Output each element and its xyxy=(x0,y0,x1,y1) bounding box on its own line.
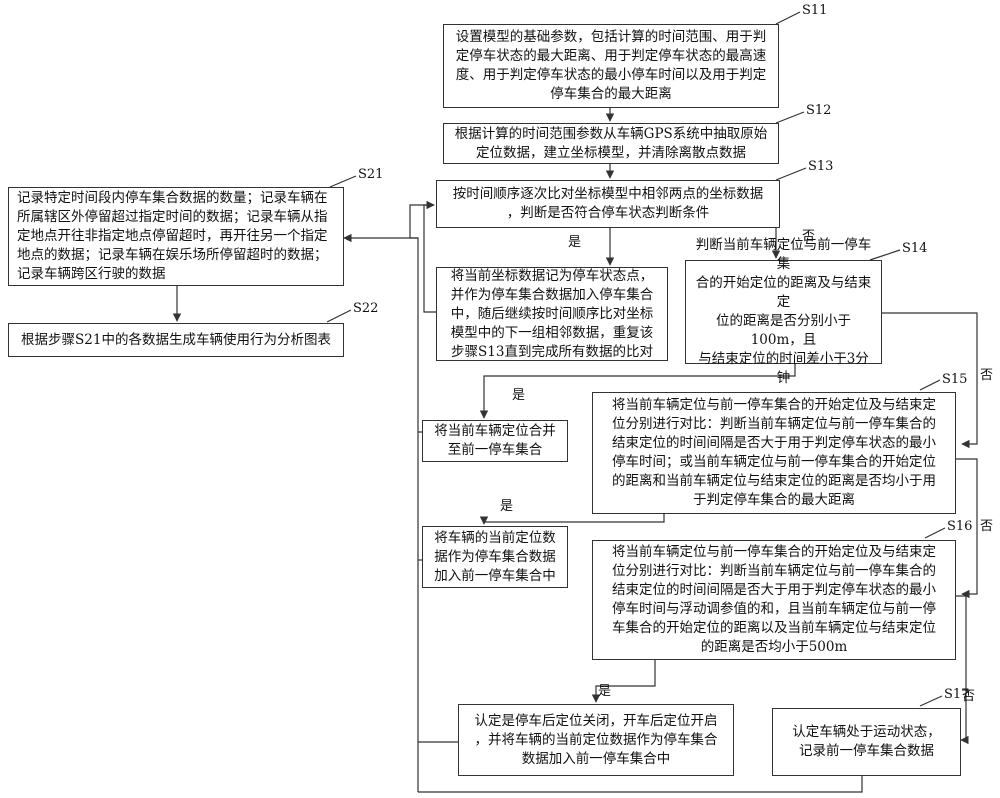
leader-s14 xyxy=(869,249,901,261)
step-s12-box: 根据计算的时间范围参数从车辆GPS系统中抽取原始 定位数据，建立坐标模型，并清除… xyxy=(443,123,779,164)
label-s14-no: 否 xyxy=(980,368,994,383)
step-s21-box: 记录特定时间段内停车集合数据的数量；记录车辆在 所属辖区外停留超过指定时间的数据… xyxy=(8,187,344,286)
leader-s17 xyxy=(919,695,943,707)
leader-s16 xyxy=(924,527,946,539)
step-s15-tag: S15 xyxy=(942,372,968,387)
arrow-s14-no xyxy=(882,312,978,449)
leader-s11 xyxy=(775,11,801,25)
arrow-trunk-loop xyxy=(409,204,434,792)
step-s12-tag: S12 xyxy=(806,103,832,118)
label-s16-no: 否 xyxy=(962,689,976,704)
step-s16-tag: S16 xyxy=(947,519,973,534)
step-s13-yes-box: 将当前坐标数据记为停车状态点， 并作为停车集合数据加入停车集合 中，随后继续按时… xyxy=(436,267,668,361)
leader-s12 xyxy=(775,111,805,124)
arrow-loop-s13-box xyxy=(423,200,436,313)
label-s14-yes: 是 xyxy=(512,388,526,403)
label-s13-no: 否 xyxy=(802,229,816,244)
step-s17-tag: S17 xyxy=(944,687,970,702)
label-s15-yes: 是 xyxy=(500,499,514,514)
step-s21-tag: S21 xyxy=(358,167,384,182)
arrow-s15-no xyxy=(956,458,978,599)
leader-s13 xyxy=(775,167,807,181)
step-s13-tag: S13 xyxy=(808,159,834,174)
step-s14-yes-box: 将当前车辆定位合并 至前一停车集合 xyxy=(422,420,568,462)
arrow-s14-yes xyxy=(479,364,796,419)
step-s22-box: 根据步骤S21中的各数据生成车辆使用行为分析图表 xyxy=(8,323,344,357)
arrow-s16-no xyxy=(956,595,969,745)
label-s13-yes: 是 xyxy=(568,235,582,250)
step-s14-box: 判断当前车辆定位与前一停车集 合的开始定位的距离及与结束定 位的距离是否分别小于… xyxy=(685,237,882,386)
leader-s15 xyxy=(919,379,941,391)
step-s11-tag: S11 xyxy=(802,3,828,18)
step-s13-box: 按时间顺序逐次比对坐标模型中相邻两点的坐标数据 ，判断是否符合停车状态判断条件 xyxy=(436,180,780,228)
step-s15-yes-box: 将车辆的当前定位数 据作为停车集合数据 加入前一停车集合中 xyxy=(422,526,568,588)
step-s15-box: 将当前车辆定位与前一停车集合的开始定位及与结束定 位分别进行对比：判断当前车辆定… xyxy=(592,392,956,514)
step-s11-box: 设置模型的基础参数，包括计算的时间范围、用于判 定停车状态的最大距离、用于判定停… xyxy=(443,24,779,108)
label-s16-yes: 是 xyxy=(598,684,612,699)
leader-s21 xyxy=(329,175,357,188)
step-s22-tag: S22 xyxy=(353,301,379,316)
label-s15-no: 否 xyxy=(980,519,994,534)
step-s14-tag: S14 xyxy=(902,241,928,256)
step-s16-box: 将当前车辆定位与前一停车集合的开始定位及与结束定 位分别进行对比：判断当前车辆定… xyxy=(592,540,956,660)
bottom-connector xyxy=(418,776,863,793)
leader-s22 xyxy=(326,309,352,323)
step-s17-box: 认定车辆处于运动状态， 记录前一停车集合数据 xyxy=(772,708,961,776)
step-s16-yes-box: 认定是停车后定位关闭，开车后定位开启 ，并将车辆的当前定位数据作为停车集合 数据… xyxy=(458,704,734,776)
arrow-s15-yes xyxy=(479,514,665,525)
arrow-s16-yes xyxy=(591,660,656,703)
